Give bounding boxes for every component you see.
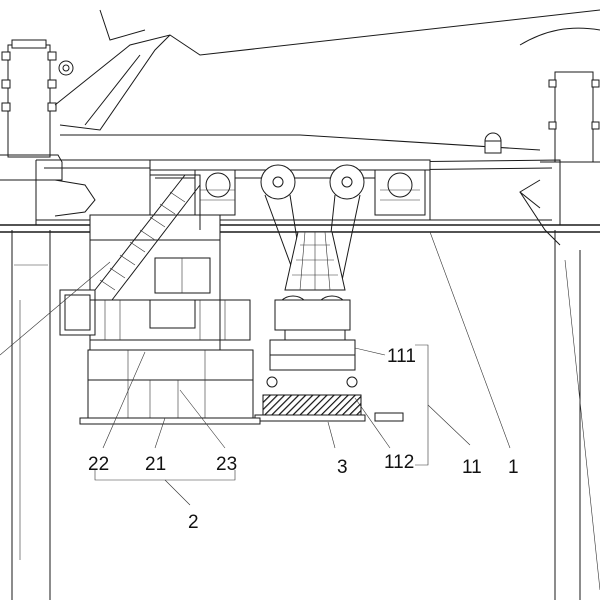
label-2: 2 [188,512,199,533]
left-leg [0,39,63,600]
label-21: 21 [145,454,166,475]
label-111: 111 [387,346,416,367]
label-23: 23 [216,454,237,475]
label-3: 3 [337,457,348,478]
part-labels: 22 21 23 2 3 111 112 11 1 [88,346,519,533]
label-1: 1 [508,457,519,478]
trolley [149,159,431,291]
label-22: 22 [88,454,109,475]
lower-cage [79,349,261,425]
right-leg [519,27,600,600]
maintenance-platform [59,174,251,351]
upper-bracing [54,9,600,131]
label-11: 11 [462,457,482,478]
leader-lines [0,231,511,506]
hook-block [254,231,404,422]
label-112: 112 [384,452,414,473]
